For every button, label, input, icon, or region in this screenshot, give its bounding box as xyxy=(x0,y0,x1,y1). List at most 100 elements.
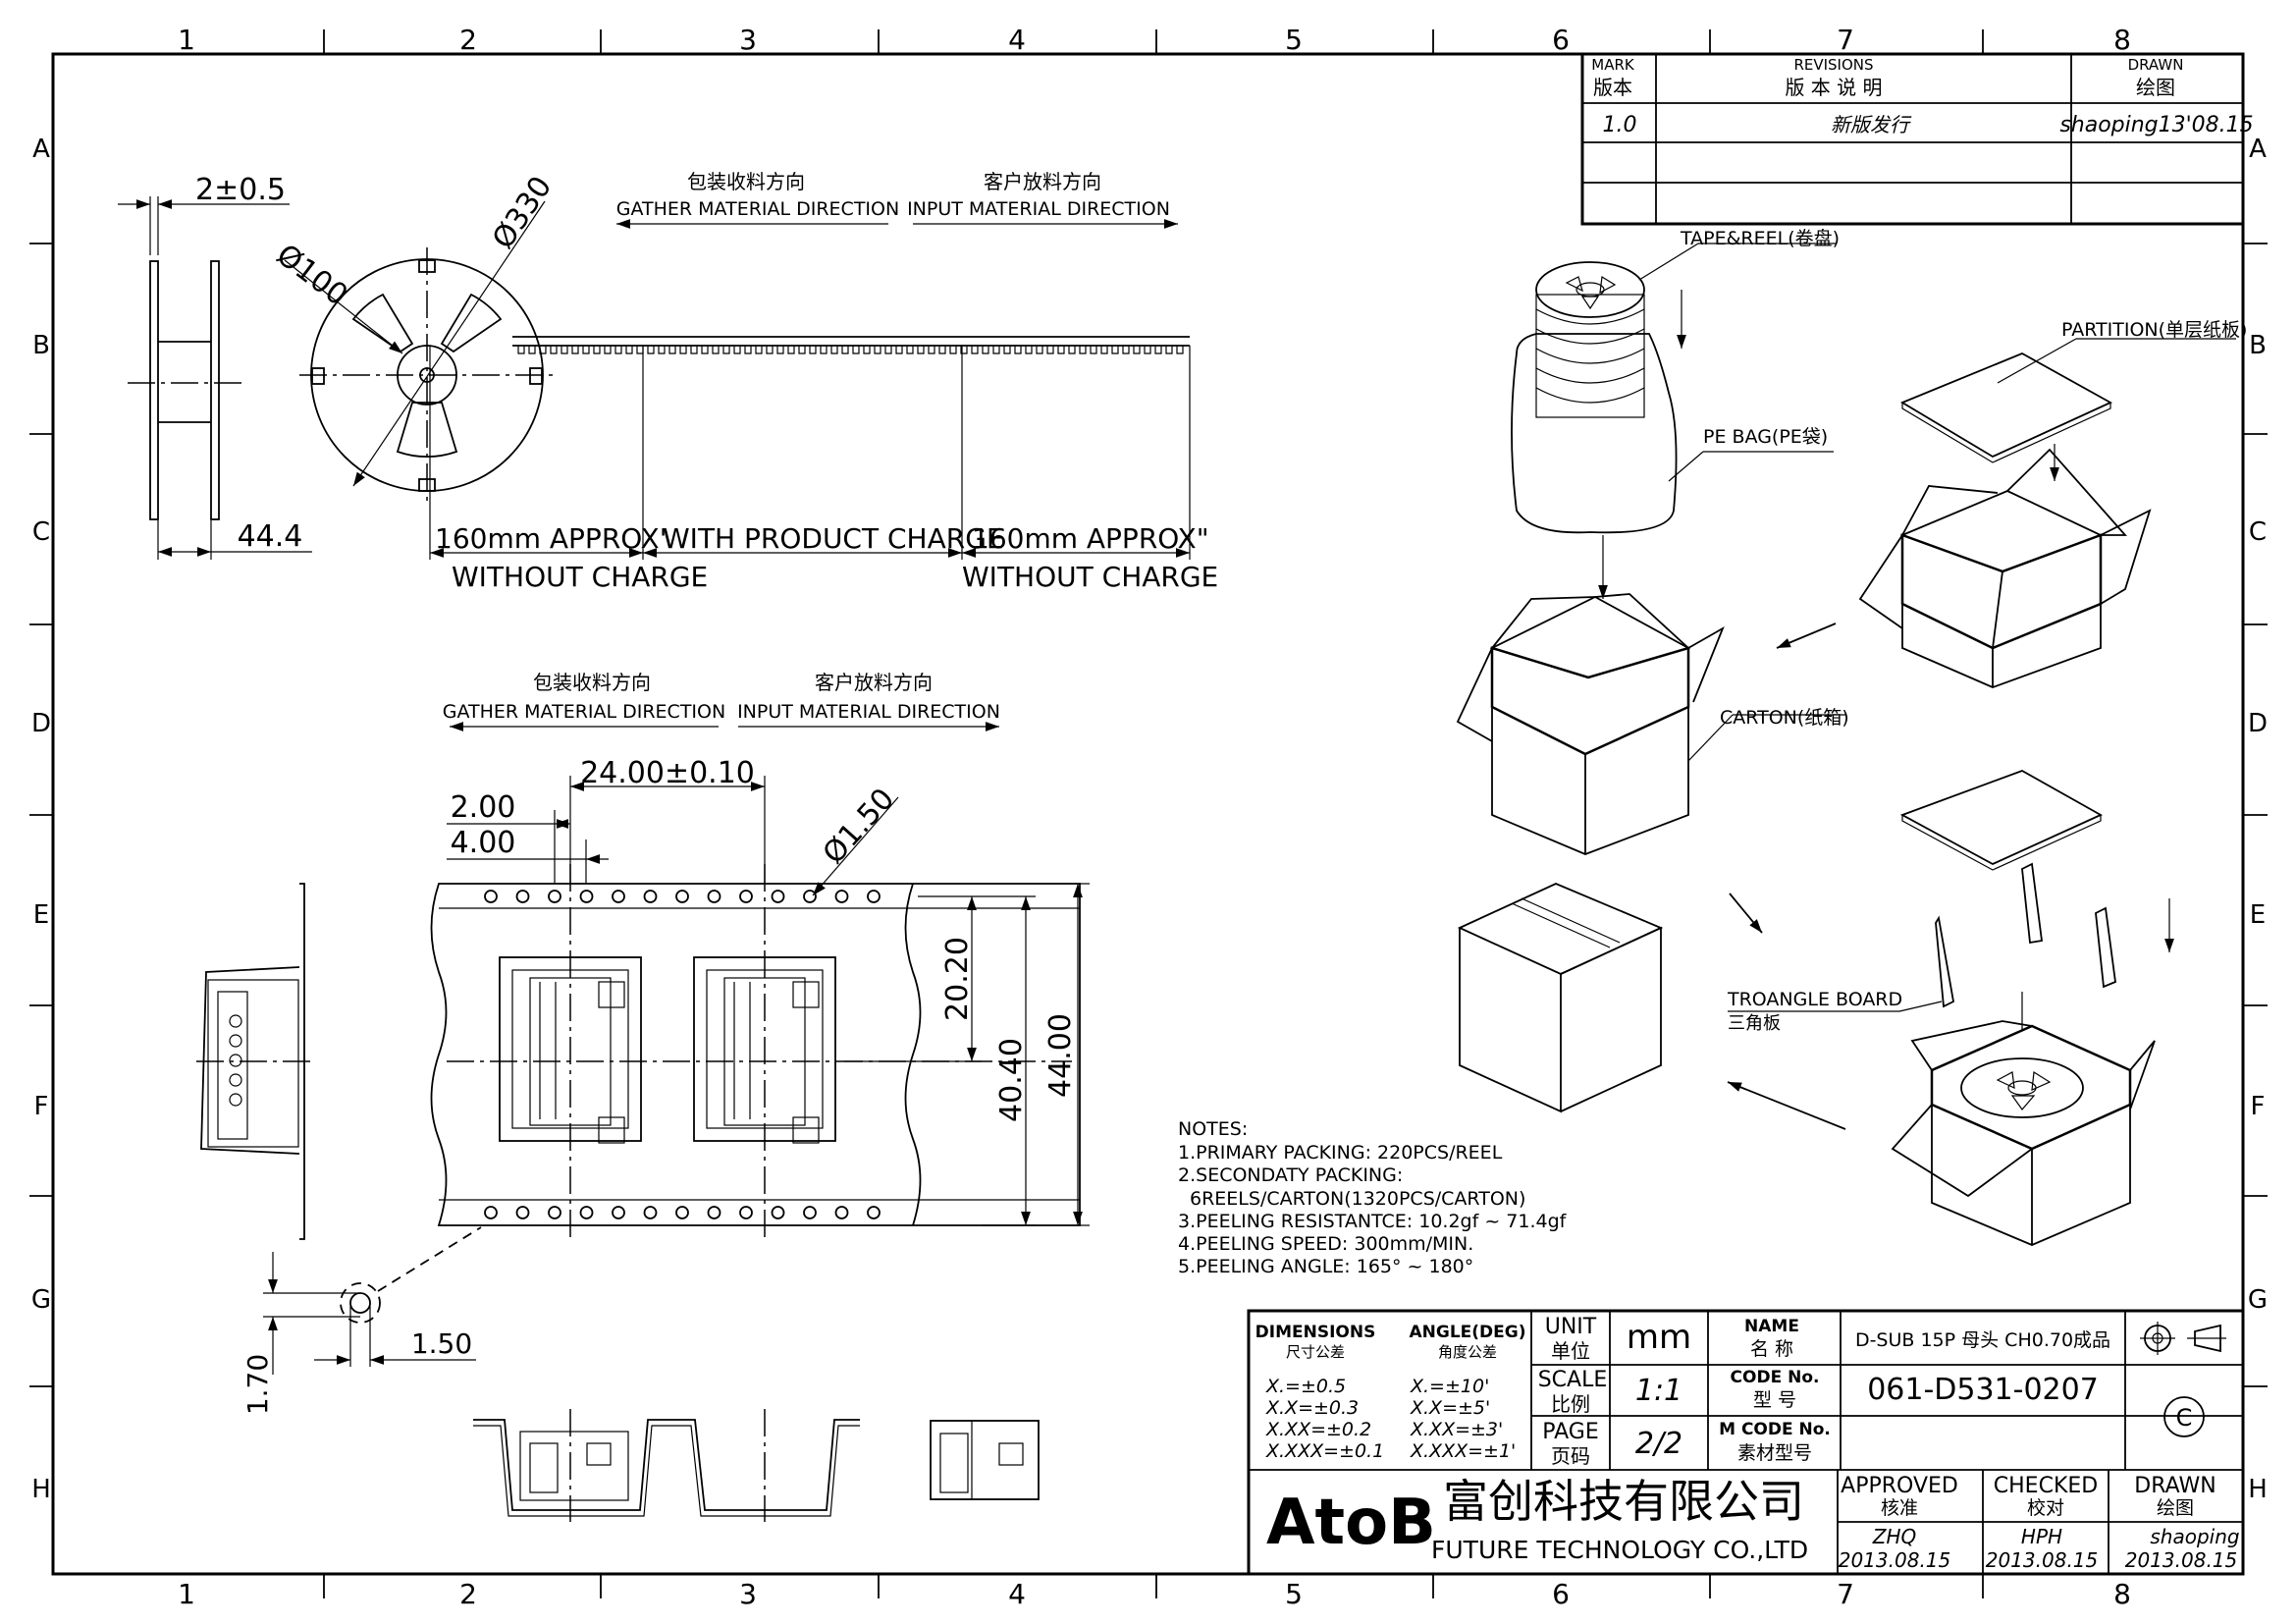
tb-drawn-label: DRAWN xyxy=(2134,1474,2216,1498)
leader-note: WITHOUT CHARGE xyxy=(452,561,708,593)
rev-row-mark: 1.0 xyxy=(1603,113,1637,137)
sprocket-hole xyxy=(707,1206,721,1219)
partition-sheet-2 xyxy=(1899,770,2103,866)
notes-title: NOTES: xyxy=(1178,1118,1248,1140)
open-carton-upper xyxy=(1858,448,2152,688)
tape-detail-view: 包装收料方向 GATHER MATERIAL DIRECTION 客户放料方向 … xyxy=(430,671,1090,1239)
grid-row-c: C xyxy=(32,517,50,547)
tb-code-label-cn: 型 号 xyxy=(1753,1389,1796,1411)
tape-cross-section xyxy=(473,1409,1040,1522)
tb-tolerance-1: X.X=±0.3 xyxy=(1265,1397,1359,1419)
dim-reel-diameter: Ø330 xyxy=(486,170,559,255)
dim-40-40: 40.40 xyxy=(994,1038,1029,1122)
note-line-1: 1.PRIMARY PACKING: 220PCS/REEL xyxy=(1178,1142,1503,1164)
grid-row-labels: A B C D E F G H A B C D E F G H xyxy=(31,135,2268,1504)
label-tape-reel: TAPE&REEL(卷盘) xyxy=(1680,228,1840,249)
tape-gather-direction-cn: 包装收料方向 xyxy=(533,671,651,694)
reel-side-view: 2±0.5 44.4 xyxy=(118,173,312,560)
grid-col-7-bottom: 7 xyxy=(1837,1578,1854,1610)
sprocket-hole xyxy=(771,1206,785,1219)
tb-checked-by: HPH xyxy=(2021,1525,2062,1548)
tb-angle-tolerance-2: X.XX=±3' xyxy=(1410,1419,1503,1440)
leader-length: 160mm APPROX' xyxy=(435,522,667,555)
projection-symbol-icon xyxy=(2140,1322,2226,1355)
tb-revision-symbol: C xyxy=(2176,1404,2193,1432)
notes: NOTES: 1.PRIMARY PACKING: 220PCS/REEL 2.… xyxy=(1178,1118,1568,1277)
tb-approved-label: APPROVED xyxy=(1841,1474,1958,1498)
label-pe-bag: PE BAG(PE袋) xyxy=(1703,426,1828,448)
grid-col-7: 7 xyxy=(1837,24,1854,56)
tb-unit: mm xyxy=(1627,1318,1691,1357)
sprocket-hole xyxy=(484,890,498,903)
grid-col-1-bottom: 1 xyxy=(178,1578,195,1610)
tb-scale-label-cn: 比例 xyxy=(1551,1392,1590,1416)
revision-table: MARK 版本 REVISIONS 版 本 说 明 DRAWN 绘图 1.0 新… xyxy=(1580,52,2254,226)
sprocket-holes-top xyxy=(484,890,881,903)
open-carton-middle xyxy=(1456,593,1725,855)
grid-col-1: 1 xyxy=(178,24,195,56)
tb-mcode-label: M CODE No. xyxy=(1719,1420,1831,1439)
grid-col-8: 8 xyxy=(2113,24,2131,56)
tb-tolerance-2: X.XX=±0.2 xyxy=(1265,1419,1371,1440)
grid-col-2-bottom: 2 xyxy=(459,1578,477,1610)
label-triangle-board-en: TROANGLE BOARD xyxy=(1727,989,1902,1010)
grid-row-h-right: H xyxy=(2248,1475,2268,1504)
sprocket-hole xyxy=(803,1206,817,1219)
dim-4-00: 4.00 xyxy=(451,826,516,860)
tb-page-label-cn: 页码 xyxy=(1551,1444,1590,1468)
sprocket-hole xyxy=(612,890,625,903)
partition-sheet xyxy=(1899,352,2112,463)
grid-row-d-right: D xyxy=(2248,709,2268,738)
drawing-border xyxy=(29,29,2268,1598)
grid-row-h: H xyxy=(31,1475,51,1504)
tb-code: 061-D531-0207 xyxy=(1867,1373,2099,1407)
rev-drawn-header-cn: 绘图 xyxy=(2136,76,2175,99)
sprocket-hole xyxy=(643,890,658,903)
rev-mark-header: MARK xyxy=(1591,56,1635,74)
gather-direction-cn: 包装收料方向 xyxy=(687,170,805,193)
product-note: WITH PRODUCT CHARGE xyxy=(663,522,1004,555)
tb-scale-label: SCALE xyxy=(1538,1368,1608,1392)
grid-row-f-right: F xyxy=(2251,1092,2266,1121)
tb-approved-date: 2013.08.15 xyxy=(1839,1548,1951,1572)
tb-drawn-by: shaoping xyxy=(2150,1525,2239,1548)
grid-col-4-bottom: 4 xyxy=(1008,1578,1026,1610)
label-partition: PARTITION(单层纸板) xyxy=(2061,319,2247,341)
grid-row-b: B xyxy=(32,331,50,360)
rev-row-description: 新版发行 xyxy=(1831,113,1912,136)
grid-col-5: 5 xyxy=(1285,24,1303,56)
sprocket-hole xyxy=(548,890,561,903)
grid-col-6: 6 xyxy=(1552,24,1570,56)
grid-row-g-right: G xyxy=(2248,1285,2268,1315)
open-carton-with-reel xyxy=(1891,1020,2156,1246)
label-triangle-board-cn: 三角板 xyxy=(1728,1013,1781,1034)
grid-row-d: D xyxy=(31,709,51,738)
tb-dimensions-label: DIMENSIONS xyxy=(1255,1323,1376,1342)
dim-flange-gap: 2±0.5 xyxy=(195,173,286,207)
sprocket-hole xyxy=(515,1206,530,1219)
tb-unit-label: UNIT xyxy=(1545,1315,1597,1339)
sprocket-hole xyxy=(771,890,785,903)
sprocket-hole xyxy=(643,1206,658,1219)
tape-gather-direction-en: GATHER MATERIAL DIRECTION xyxy=(443,701,725,723)
grid-row-c-right: C xyxy=(2249,517,2267,547)
tb-angle-tolerance-3: X.XXX=±1' xyxy=(1410,1440,1516,1462)
grid-col-6-bottom: 6 xyxy=(1552,1578,1570,1610)
tb-angle-tolerance-1: X.X=±5' xyxy=(1410,1397,1490,1419)
sprocket-hole xyxy=(867,890,881,903)
dim-1-70: 1.70 xyxy=(241,1354,274,1415)
reel-stack-in-pe-bag xyxy=(1511,261,1678,534)
dim-1-50: 1.50 xyxy=(411,1327,472,1360)
tb-dimensions-label-cn: 尺寸公差 xyxy=(1286,1343,1345,1361)
grid-col-4: 4 xyxy=(1008,24,1026,56)
tb-checked-label: CHECKED xyxy=(1994,1474,2098,1498)
grid-row-b-right: B xyxy=(2249,331,2267,360)
sprocket-hole xyxy=(675,890,689,903)
trailer-note: WITHOUT CHARGE xyxy=(962,561,1218,593)
rev-revisions-header: REVISIONS xyxy=(1793,56,1873,74)
sprocket-hole xyxy=(707,890,721,903)
sprocket-hole xyxy=(579,890,594,903)
tb-page: 2/2 xyxy=(1635,1427,1682,1461)
sprocket-hole xyxy=(739,890,753,903)
note-line-2: 2.SECONDATY PACKING: xyxy=(1178,1164,1403,1186)
